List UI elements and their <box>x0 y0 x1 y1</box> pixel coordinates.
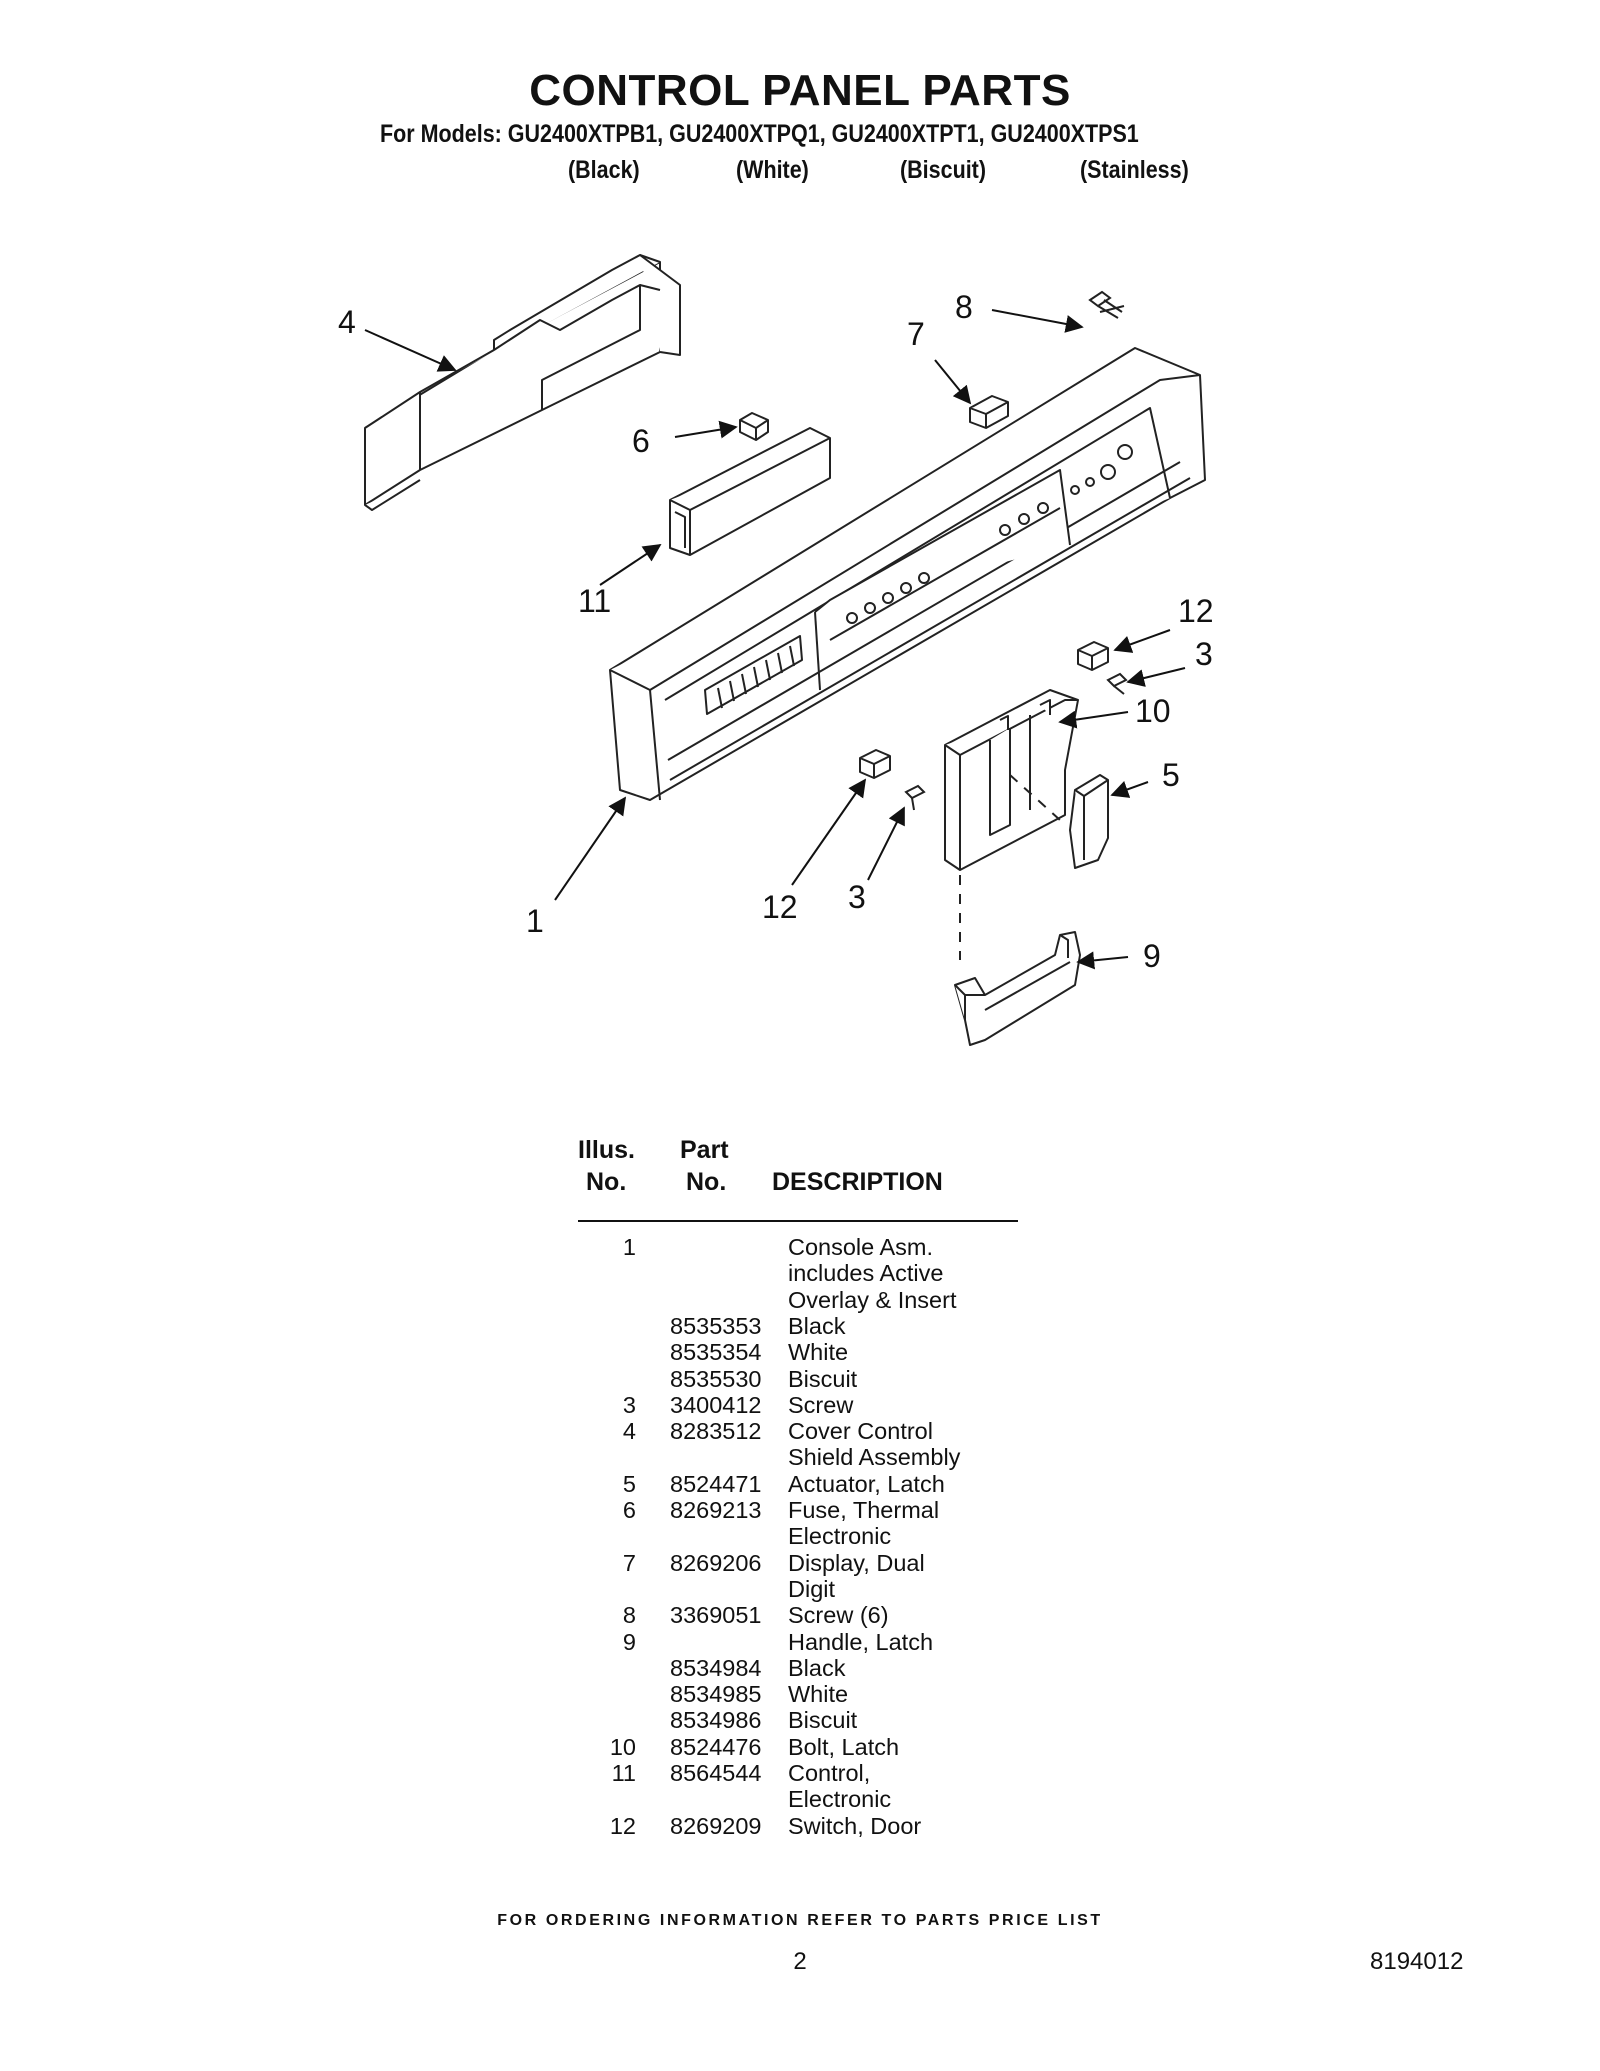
exploded-parts-diagram: 4 8 7 6 11 12 3 10 5 1 12 3 9 <box>338 254 1214 1046</box>
callout-1: 1 <box>526 903 544 939</box>
illus-number: 8 <box>622 1602 636 1629</box>
description: Display, Dual <box>788 1549 925 1576</box>
description: includes Active <box>788 1260 944 1287</box>
model-color-biscuit: (Biscuit) <box>900 156 986 184</box>
illus-number: 1 <box>622 1234 636 1260</box>
part-number: 8269213 <box>670 1497 762 1523</box>
description: Digit <box>788 1575 836 1602</box>
model-color-black: (Black) <box>568 156 640 184</box>
description: Screw (6) <box>788 1602 889 1629</box>
description: Fuse, Thermal <box>788 1497 940 1523</box>
model-color-white: (White) <box>736 156 809 184</box>
description: Bolt, Latch <box>788 1733 900 1760</box>
illus-number: 6 <box>622 1497 636 1523</box>
part-latch-actuator <box>1069 774 1109 869</box>
illus-number: 3 <box>622 1391 636 1418</box>
part-number: 8535530 <box>670 1365 762 1392</box>
part-number: 8269209 <box>670 1812 762 1839</box>
callout-3-lower: 3 <box>848 879 866 915</box>
description: Console Asm. <box>788 1234 933 1260</box>
callout-7: 7 <box>907 316 925 352</box>
description: Electronic <box>788 1786 892 1813</box>
part-latch-handle <box>954 931 1081 1046</box>
part-electronic-control <box>669 427 831 556</box>
illus-number: 7 <box>622 1549 636 1576</box>
callout-12-lower: 12 <box>762 889 798 925</box>
description: Cover Control <box>788 1418 933 1445</box>
part-screw-top <box>1088 290 1125 319</box>
callout-12-upper: 12 <box>1178 593 1214 629</box>
description: Actuator, Latch <box>788 1470 945 1497</box>
description: White <box>788 1681 849 1708</box>
part-thermal-fuse <box>739 412 769 441</box>
part-latch-bolt <box>944 689 1079 871</box>
illus-number: 5 <box>622 1470 636 1497</box>
page-title: CONTROL PANEL PARTS <box>529 66 1071 115</box>
part-number: 8534986 <box>670 1707 762 1734</box>
illus-number: 10 <box>609 1733 636 1760</box>
header-illus-top: Illus. <box>578 1136 635 1164</box>
description: Black <box>788 1312 846 1339</box>
table-header-rule <box>578 1220 1018 1222</box>
alignment-dashes <box>959 774 1061 960</box>
description: Switch, Door <box>788 1812 922 1839</box>
part-number: 3400412 <box>670 1391 762 1418</box>
document-number: 8194012 <box>1370 1948 1464 1975</box>
header-part-top: Part <box>680 1136 729 1164</box>
description: White <box>788 1339 849 1366</box>
callout-4: 4 <box>338 304 356 340</box>
callout-8: 8 <box>955 289 973 325</box>
description: Handle, Latch <box>788 1628 934 1655</box>
description: Electronic <box>788 1523 892 1550</box>
description: Control, <box>788 1760 871 1786</box>
callout-3-upper: 3 <box>1195 636 1213 672</box>
header-illus-bottom: No. <box>586 1168 627 1196</box>
header-description: DESCRIPTION <box>772 1168 943 1196</box>
callout-10: 10 <box>1135 693 1171 729</box>
models-line: For Models: GU2400XTPB1, GU2400XTPQ1, GU… <box>380 120 1139 148</box>
part-door-switch-upper <box>1077 641 1109 671</box>
illus-number: 4 <box>622 1418 636 1445</box>
part-number: 8283512 <box>670 1418 762 1445</box>
part-number: 8524476 <box>670 1733 762 1760</box>
callout-11: 11 <box>578 583 611 619</box>
description: Shield Assembly <box>788 1444 961 1471</box>
part-console-assembly <box>609 347 1206 801</box>
part-number: 3369051 <box>670 1602 762 1629</box>
part-screw-lower <box>904 784 926 811</box>
illus-number: 11 <box>611 1760 636 1786</box>
part-number: 8564544 <box>670 1760 762 1786</box>
description: Overlay & Insert <box>788 1286 957 1313</box>
part-number: 8535353 <box>670 1312 762 1339</box>
part-number: 8534985 <box>670 1681 762 1708</box>
part-number: 8535354 <box>670 1339 762 1366</box>
description: Biscuit <box>788 1365 858 1392</box>
ordering-note: FOR ORDERING INFORMATION REFER TO PARTS … <box>497 1912 1103 1929</box>
description: Biscuit <box>788 1707 858 1734</box>
page-number: 2 <box>793 1948 807 1975</box>
callout-9: 9 <box>1143 938 1161 974</box>
part-screw-upper <box>1106 672 1128 695</box>
model-color-stainless: (Stainless) <box>1080 156 1189 184</box>
leader-arrows <box>364 309 1186 970</box>
part-dual-digit-display <box>969 395 1009 429</box>
callout-6: 6 <box>632 423 650 459</box>
header-part-bottom: No. <box>686 1168 727 1196</box>
part-door-switch-lower <box>859 749 891 779</box>
part-number: 8524471 <box>670 1470 762 1497</box>
part-number: 8269206 <box>670 1549 762 1576</box>
description: Screw <box>788 1391 854 1418</box>
part-number: 8534984 <box>670 1654 762 1681</box>
callout-5: 5 <box>1162 757 1180 793</box>
illus-number: 9 <box>622 1628 636 1655</box>
illus-number: 12 <box>609 1812 636 1839</box>
part-cover-control-shield <box>364 254 681 511</box>
description: Black <box>788 1654 846 1681</box>
